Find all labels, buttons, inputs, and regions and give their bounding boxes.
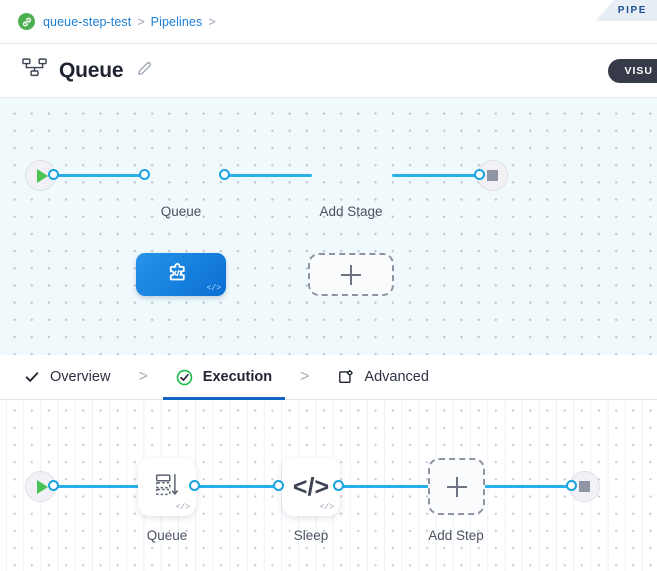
connector-dot-start-out[interactable] — [48, 169, 59, 180]
step-code-badge: </> — [175, 503, 190, 512]
tab-execution[interactable]: Execution — [162, 355, 286, 400]
stage-graph-canvas[interactable]: </> Queue Add Stage — [0, 98, 657, 355]
plus-icon — [446, 476, 467, 497]
add-step-label: Add Step — [428, 528, 484, 543]
stage-node-queue-label: Queue — [160, 204, 202, 219]
tab-execution-label: Execution — [202, 369, 273, 385]
step-node-queue-label: Queue — [146, 528, 188, 543]
tab-overview[interactable]: Overview — [22, 355, 112, 400]
connector-dot-sleep-out[interactable] — [333, 480, 344, 491]
step-code-badge: </> — [319, 503, 334, 512]
page-title: Queue — [59, 58, 124, 82]
tab-advanced-label: Advanced — [364, 369, 429, 385]
step-node-sleep-label: Sleep — [293, 528, 329, 543]
stage-node-queue[interactable]: </> — [136, 253, 226, 296]
tab-separator: > — [300, 368, 310, 385]
connector-dot-step-start-out[interactable] — [48, 480, 59, 491]
edge-sleep-to-addstep — [336, 485, 432, 488]
connector-dot-queue-step-out[interactable] — [189, 480, 200, 491]
edge-addstage-to-end — [392, 174, 484, 177]
code-brackets-icon: </> — [292, 472, 330, 501]
step-node-sleep[interactable]: </> </> — [282, 458, 340, 516]
step-node-queue[interactable]: </> — [138, 458, 196, 516]
link-circle-icon — [18, 13, 35, 30]
play-icon — [36, 168, 48, 183]
breadcrumb-link-project[interactable]: queue-step-test — [43, 14, 132, 29]
section-tabs: Overview > Execution > Advanced — [0, 355, 657, 400]
add-step-button[interactable] — [428, 458, 485, 515]
pipeline-nodes-icon — [22, 57, 47, 84]
play-icon — [36, 479, 48, 494]
connector-dot-queue-out[interactable] — [219, 169, 230, 180]
puzzle-code-icon — [167, 258, 195, 291]
edge-queue-to-addstage — [222, 174, 312, 177]
page-header: Queue VISU — [0, 44, 657, 98]
step-graph-canvas[interactable]: </> Queue </> </> Sleep Add Step — [0, 400, 657, 571]
tab-overview-label: Overview — [50, 369, 111, 385]
stage-code-badge: </> — [206, 284, 221, 293]
stop-square-icon — [579, 481, 590, 492]
pipeline-end-node[interactable] — [477, 160, 508, 191]
queue-stack-icon — [152, 470, 182, 505]
plus-icon — [341, 264, 361, 285]
connector-dot-step-end-in[interactable] — [566, 480, 577, 491]
tab-advanced[interactable]: Advanced — [335, 355, 431, 400]
edge-start-to-queue — [50, 174, 142, 177]
tab-separator: > — [138, 368, 148, 385]
breadcrumb-separator: > — [137, 14, 145, 29]
stop-square-icon — [487, 170, 498, 181]
pipeline-corner-tab-label: PIPE — [617, 5, 647, 16]
check-circle-green-icon — [176, 369, 193, 386]
box-gear-icon — [337, 369, 354, 386]
connector-dot-queue-in[interactable] — [139, 169, 150, 180]
edge-addstep-to-end — [482, 485, 576, 488]
connector-dot-sleep-in[interactable] — [273, 480, 284, 491]
connector-dot-end-in[interactable] — [474, 169, 485, 180]
breadcrumb-link-pipelines[interactable]: Pipelines — [150, 14, 203, 29]
edge-queue-to-sleep — [192, 485, 284, 488]
add-stage-button[interactable] — [308, 253, 394, 296]
visual-mode-button[interactable]: VISU — [608, 58, 657, 83]
add-stage-label: Add Stage — [319, 204, 383, 219]
edge-start-to-queue-step — [50, 485, 142, 488]
breadcrumb-separator: > — [208, 14, 216, 29]
check-icon — [24, 369, 40, 385]
pipeline-corner-tab[interactable]: PIPE — [595, 0, 657, 21]
pencil-icon[interactable] — [136, 60, 153, 82]
breadcrumb: queue-step-test > Pipelines > — [0, 0, 657, 44]
